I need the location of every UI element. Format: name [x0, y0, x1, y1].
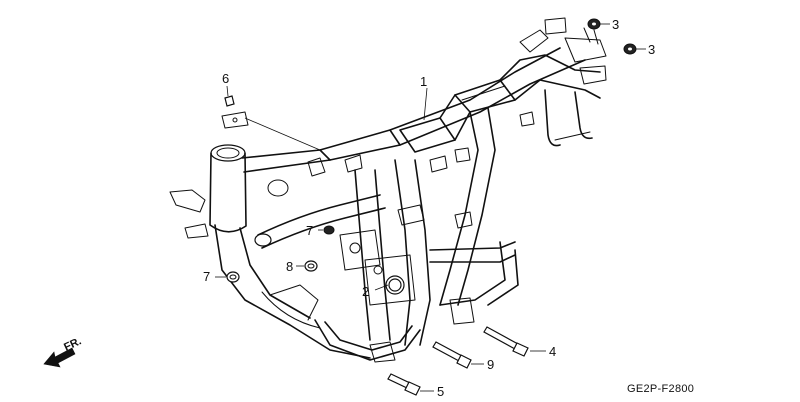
bolt-mid — [432, 341, 472, 369]
small-nut — [304, 260, 318, 272]
leader-lines — [215, 23, 646, 392]
callout-nut-mid: 7 — [306, 223, 313, 238]
nut-mid — [323, 225, 335, 235]
callout-screw: 6 — [222, 71, 229, 86]
callout-nut-left: 7 — [203, 269, 210, 284]
screw-with-plate — [221, 95, 249, 129]
callout-center-bolt: 2 — [362, 284, 369, 299]
center-bolt — [388, 278, 402, 292]
callout-bolt-mid: 9 — [487, 357, 494, 372]
callout-small-nut: 8 — [286, 259, 293, 274]
flange-nut-top-b — [623, 43, 637, 55]
long-bolt-right — [483, 326, 529, 357]
callout-nut-top-b: 3 — [648, 42, 655, 57]
bolt-bottom — [387, 373, 421, 396]
front-direction-indicator: FR. — [43, 335, 83, 368]
front-arrow-icon — [43, 347, 76, 368]
flange-nut-top-a — [587, 18, 601, 30]
callout-nut-top-a: 3 — [612, 17, 619, 32]
callout-bolt-bottom: 5 — [437, 384, 444, 399]
front-direction-label: FR. — [62, 335, 83, 353]
callout-long-bolt: 4 — [549, 344, 556, 359]
nut-left — [226, 271, 240, 283]
diagram-part-code: GE2P-F2800 — [627, 383, 694, 395]
callout-frame: 1 — [420, 74, 427, 89]
frame-body — [169, 17, 607, 363]
